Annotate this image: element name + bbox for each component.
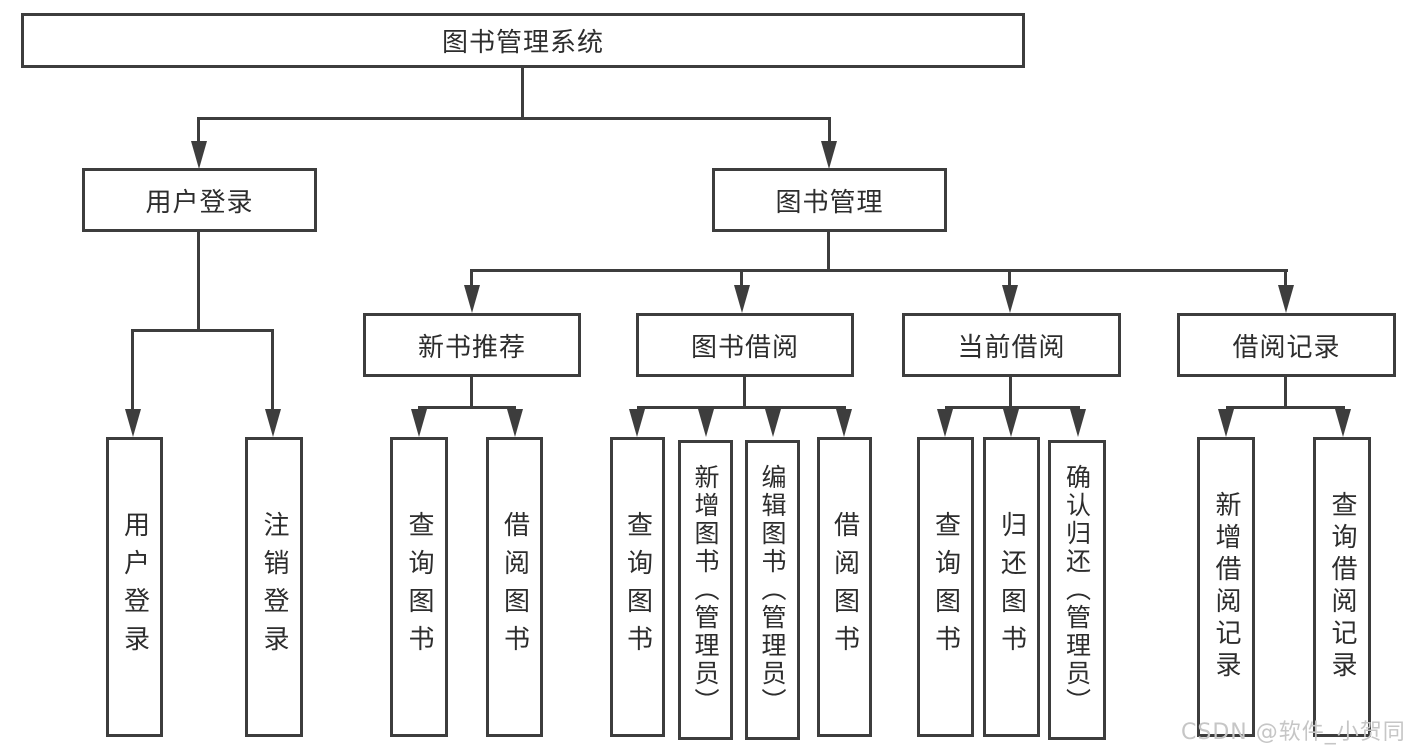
arrow-down-icon (1002, 285, 1018, 313)
connector-line (1284, 377, 1287, 409)
arrow-down-icon (629, 409, 645, 437)
arrow-down-icon (821, 141, 837, 169)
node-book-borrow: 图书借阅 (636, 313, 854, 377)
node-book-management: 图书管理 (712, 168, 947, 232)
connector-line (131, 329, 134, 411)
leaf-logout: 注销登录 (245, 437, 303, 737)
arrow-down-icon (411, 409, 427, 437)
node-label: 借阅图书 (499, 511, 530, 663)
node-current-borrow: 当前借阅 (902, 313, 1121, 377)
connector-line (1009, 377, 1012, 409)
node-label: 新增借阅记录 (1211, 491, 1241, 683)
connector-line (1008, 269, 1011, 289)
node-label: 当前借阅 (957, 332, 1066, 363)
leaf-borrow-books: 借阅图书 (817, 437, 872, 737)
connector-line (945, 406, 1080, 409)
arrow-down-icon (191, 141, 207, 169)
node-user-login: 用户登录 (82, 168, 317, 232)
node-label: 借阅记录 (1232, 332, 1341, 363)
arrow-down-icon (734, 285, 750, 313)
leaf-add-book-admin: 新增图书（管理员） (678, 440, 733, 740)
node-label: 查询图书 (622, 511, 653, 663)
node-label: 用户登录 (145, 187, 254, 218)
node-label: 借阅图书 (829, 511, 860, 663)
connector-line (637, 406, 846, 409)
arrow-down-icon (1218, 409, 1234, 437)
connector-line (197, 117, 200, 145)
arrow-down-icon (507, 409, 523, 437)
arrow-down-icon (836, 409, 852, 437)
leaf-confirm-return-admin: 确认归还（管理员） (1048, 440, 1106, 740)
node-label: 图书借阅 (690, 332, 799, 363)
node-label: 图书管理系统 (441, 28, 604, 58)
node-label: 用户登录 (119, 511, 150, 663)
connector-line (418, 406, 516, 409)
leaf-return-books: 归还图书 (983, 437, 1040, 737)
arrow-down-icon (1003, 409, 1019, 437)
connector-line (743, 377, 746, 409)
arrow-down-icon (698, 409, 714, 437)
connector-line (521, 68, 524, 117)
leaf-query-borrow-record: 查询借阅记录 (1313, 437, 1371, 737)
connector-line (1226, 406, 1345, 409)
connector-line (827, 232, 830, 272)
arrow-down-icon (1335, 409, 1351, 437)
leaf-edit-book-admin: 编辑图书（管理员） (745, 440, 800, 740)
connector-line (271, 329, 274, 411)
arrow-down-icon (464, 285, 480, 313)
leaf-borrow-query-books: 查询图书 (610, 437, 665, 737)
node-label: 注销登录 (259, 511, 289, 663)
node-library-system: 图书管理系统 (21, 13, 1025, 68)
node-label: 新增图书（管理员） (691, 464, 720, 716)
node-borrow-records: 借阅记录 (1177, 313, 1396, 377)
node-label: 编辑图书（管理员） (758, 464, 787, 716)
node-label: 归还图书 (996, 511, 1027, 663)
leaf-recommend-borrow-books: 借阅图书 (486, 437, 543, 737)
connector-line (197, 117, 831, 120)
arrow-down-icon (1278, 285, 1294, 313)
arrow-down-icon (125, 409, 141, 437)
arrow-down-icon (265, 409, 281, 437)
connector-line (470, 269, 473, 289)
connector-line (740, 269, 743, 289)
arrow-down-icon (1070, 409, 1086, 437)
connector-line (470, 269, 1288, 272)
node-label: 确认归还（管理员） (1062, 464, 1092, 716)
node-label: 查询图书 (930, 511, 961, 663)
connector-line (131, 329, 274, 332)
leaf-recommend-query-books: 查询图书 (390, 437, 448, 737)
leaf-current-query-books: 查询图书 (917, 437, 974, 737)
csdn-watermark: CSDN @软件_小贺同学 (1181, 720, 1405, 745)
node-label: 图书管理 (775, 187, 884, 218)
connector-line (1284, 269, 1287, 289)
connector-line (828, 117, 831, 145)
arrow-down-icon (937, 409, 953, 437)
leaf-user-login: 用户登录 (106, 437, 163, 737)
node-new-book-recommend: 新书推荐 (363, 313, 581, 377)
arrow-down-icon (765, 409, 781, 437)
node-label: 新书推荐 (417, 332, 526, 363)
leaf-add-borrow-record: 新增借阅记录 (1197, 437, 1255, 737)
node-label: 查询借阅记录 (1327, 491, 1357, 683)
connector-line (197, 232, 200, 332)
node-label: 查询图书 (404, 511, 434, 663)
connector-line (470, 377, 473, 409)
